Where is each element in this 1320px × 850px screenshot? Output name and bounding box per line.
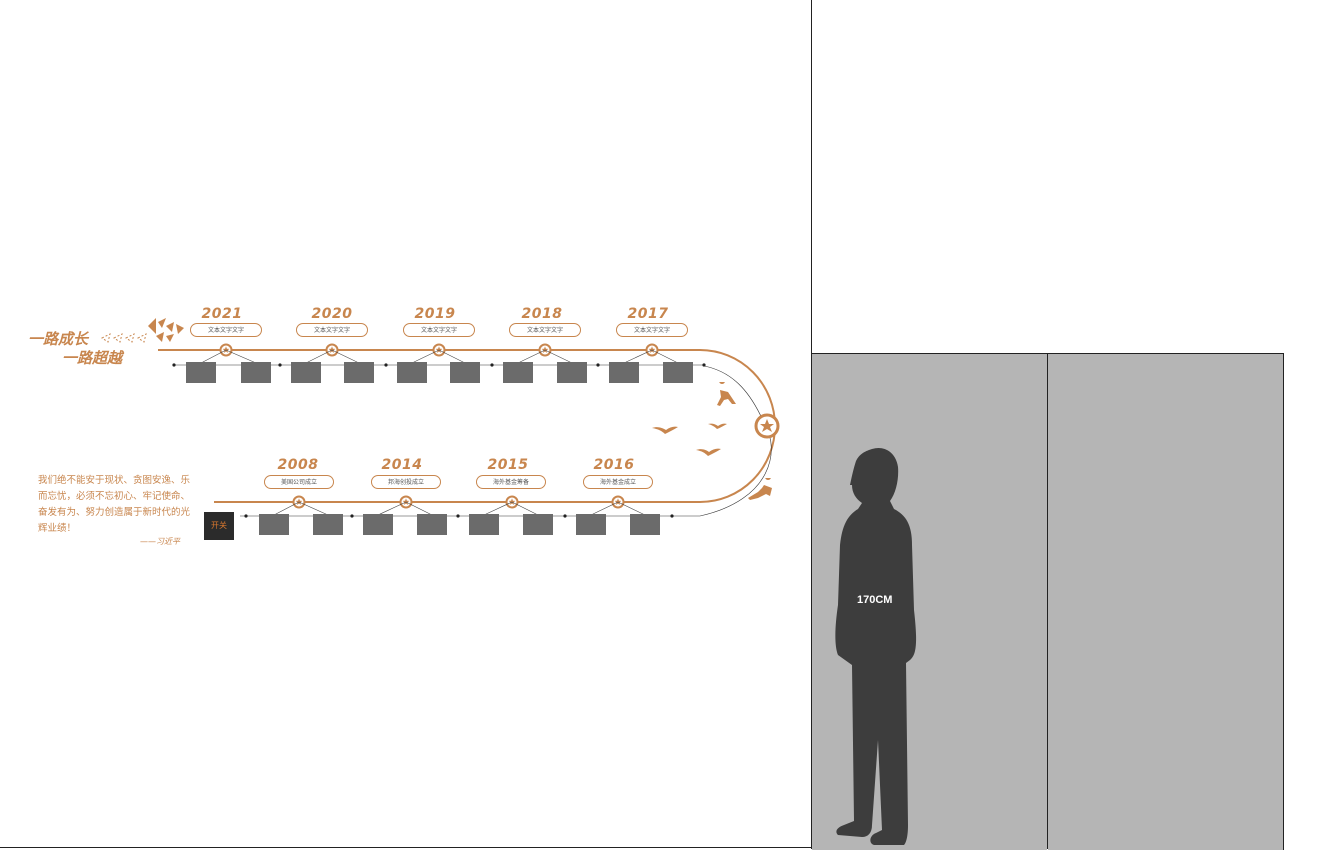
photo-frame	[469, 514, 499, 535]
bird-icon	[652, 423, 727, 456]
photo-frame	[417, 514, 447, 535]
anchor-dot	[172, 363, 176, 367]
connector-line	[273, 501, 300, 516]
timeline-nodes	[172, 343, 706, 518]
photo-frame	[344, 362, 374, 383]
climber-icon	[748, 478, 772, 500]
connector-line	[544, 349, 573, 364]
connector-line	[377, 501, 407, 516]
anchor-dot	[490, 363, 494, 367]
milestone-label: 美国公司成立	[264, 475, 334, 489]
milestone-year: 2014	[381, 457, 423, 473]
milestone-year: 2020	[311, 306, 353, 322]
photo-frame	[663, 362, 693, 383]
anchor-dot	[563, 514, 567, 518]
milestone-year: 2017	[627, 306, 669, 322]
photo-frame	[523, 514, 553, 535]
milestone-label: 海外基金筹备	[476, 475, 546, 489]
milestone-label: 文本文字文字	[190, 323, 262, 337]
milestone-label: 文本文字文字	[616, 323, 688, 337]
slogan-line-1: 一路成长	[28, 330, 89, 348]
connector-line	[651, 349, 679, 364]
connector-line	[483, 501, 513, 516]
milestone-year: 2008	[277, 457, 319, 473]
photo-frame	[576, 514, 606, 535]
frame-bottom-line	[0, 847, 812, 848]
photo-frame	[503, 362, 533, 383]
anchor-dot	[278, 363, 282, 367]
connector-line	[200, 349, 227, 364]
milestone-year: 2019	[414, 306, 456, 322]
photo-frame	[363, 514, 393, 535]
connector-line	[617, 501, 646, 516]
anchor-dot	[702, 363, 706, 367]
milestone-year: 2018	[521, 306, 563, 322]
triangle-decoration-icon	[101, 318, 184, 343]
timeline-track	[158, 349, 780, 517]
connector-line	[623, 349, 653, 364]
person-silhouette-icon	[835, 447, 917, 845]
milestone-year: 2016	[593, 457, 635, 473]
connector-line	[590, 501, 619, 516]
photo-frame	[450, 362, 480, 383]
milestone-label: 文本文字文字	[296, 323, 368, 337]
photo-frame	[609, 362, 639, 383]
anchor-dot	[244, 514, 248, 518]
anchor-dot	[670, 514, 674, 518]
milestone-year: 2015	[487, 457, 529, 473]
photo-frame	[630, 514, 660, 535]
photo-frame	[557, 362, 587, 383]
connector-line	[511, 501, 539, 516]
milestone-label: 文本文字文字	[509, 323, 581, 337]
anchor-dot	[384, 363, 388, 367]
milestone-year: 2021	[201, 306, 243, 322]
connector-line	[305, 349, 333, 364]
photo-frame	[397, 362, 427, 383]
connector-line	[517, 349, 546, 364]
wall-panel-right	[1048, 353, 1284, 850]
climber-icon	[717, 382, 736, 406]
milestone-label: 文本文字文字	[403, 323, 475, 337]
quote-signature: ——习近平	[140, 537, 180, 546]
photo-frame	[241, 362, 271, 383]
milestone-label: 海外基金成立	[583, 475, 653, 489]
milestone-label: 邦海创投成立	[371, 475, 441, 489]
connector-line	[331, 349, 360, 364]
connector-line	[411, 349, 440, 364]
anchor-dot	[456, 514, 460, 518]
anchor-dot	[596, 363, 600, 367]
height-marker-label: 170CM	[857, 594, 893, 606]
connector-line	[438, 349, 466, 364]
photo-frame	[291, 362, 321, 383]
slogan-line-2: 一路超越	[62, 349, 123, 367]
wall-panel-divider	[1047, 353, 1048, 849]
connector-line	[405, 501, 433, 516]
quote-text: 我们绝不能安于现状、贪图安逸、乐而忘忧，必须不忘初心、牢记使命、奋发有为、努力创…	[38, 475, 191, 534]
light-switch-panel: 开关	[204, 512, 234, 540]
connector-line	[225, 349, 257, 364]
photo-frame	[186, 362, 216, 383]
photo-frame	[259, 514, 289, 535]
frame-divider-vertical	[811, 0, 812, 849]
anchor-dot	[350, 514, 354, 518]
photo-frame	[313, 514, 343, 535]
connector-line	[298, 501, 329, 516]
